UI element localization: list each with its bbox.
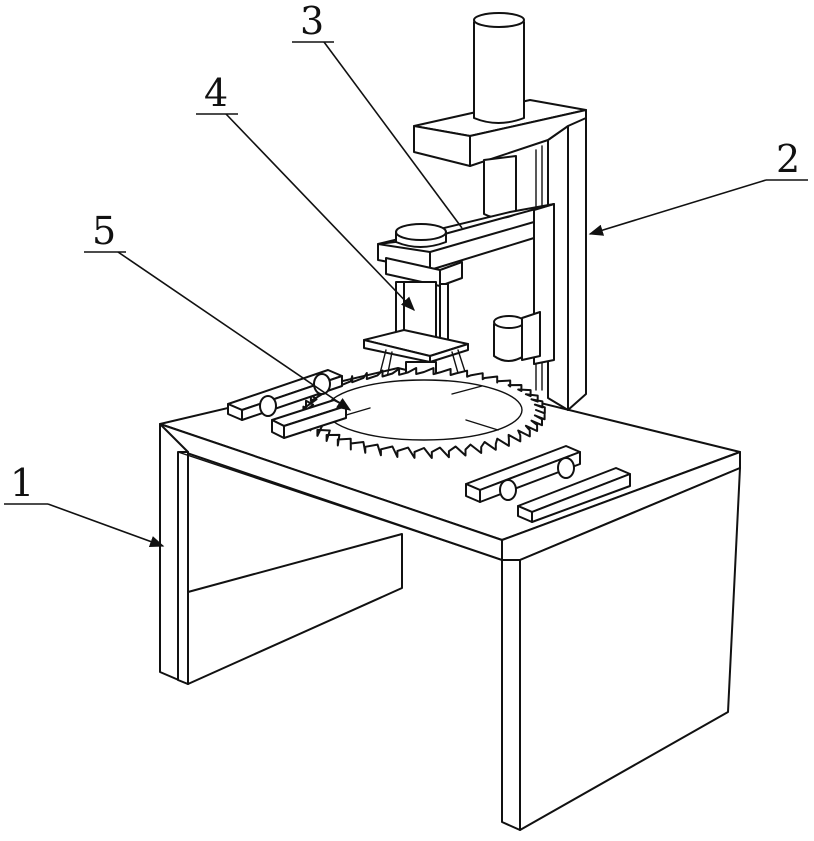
spindle-cap-top [396,224,446,240]
callout-3: 3 [292,0,462,228]
side-motor-cap [494,316,524,328]
top-cylinder [474,22,524,123]
callout-1: 1 [4,461,163,546]
side-motor-bracket [522,312,540,360]
callout-label-1: 1 [10,461,34,505]
callout-label-3: 3 [300,0,324,43]
left-clamp-roller [260,396,276,416]
callout-4: 4 [196,71,414,310]
callout-label-2: 2 [776,137,800,181]
left-leg-inner [178,452,188,684]
callout-label-5: 5 [92,209,116,253]
callout-label-4: 4 [204,71,228,115]
mid-cylinder [484,156,516,218]
callout-leader-5 [118,252,350,410]
right-leg-front [502,560,520,830]
back-leg [188,534,402,684]
column-side [568,110,586,410]
top-cylinder-cap [474,13,524,27]
guide-post-right [440,284,448,342]
callout-2: 2 [590,137,808,234]
side-motor [494,324,524,361]
callout-leader-4 [226,114,414,310]
right-clamp-roller [500,480,516,500]
callout-leader-2 [590,180,766,234]
right-clamp-roller-2 [558,458,574,478]
callout-leader-1 [48,504,163,546]
